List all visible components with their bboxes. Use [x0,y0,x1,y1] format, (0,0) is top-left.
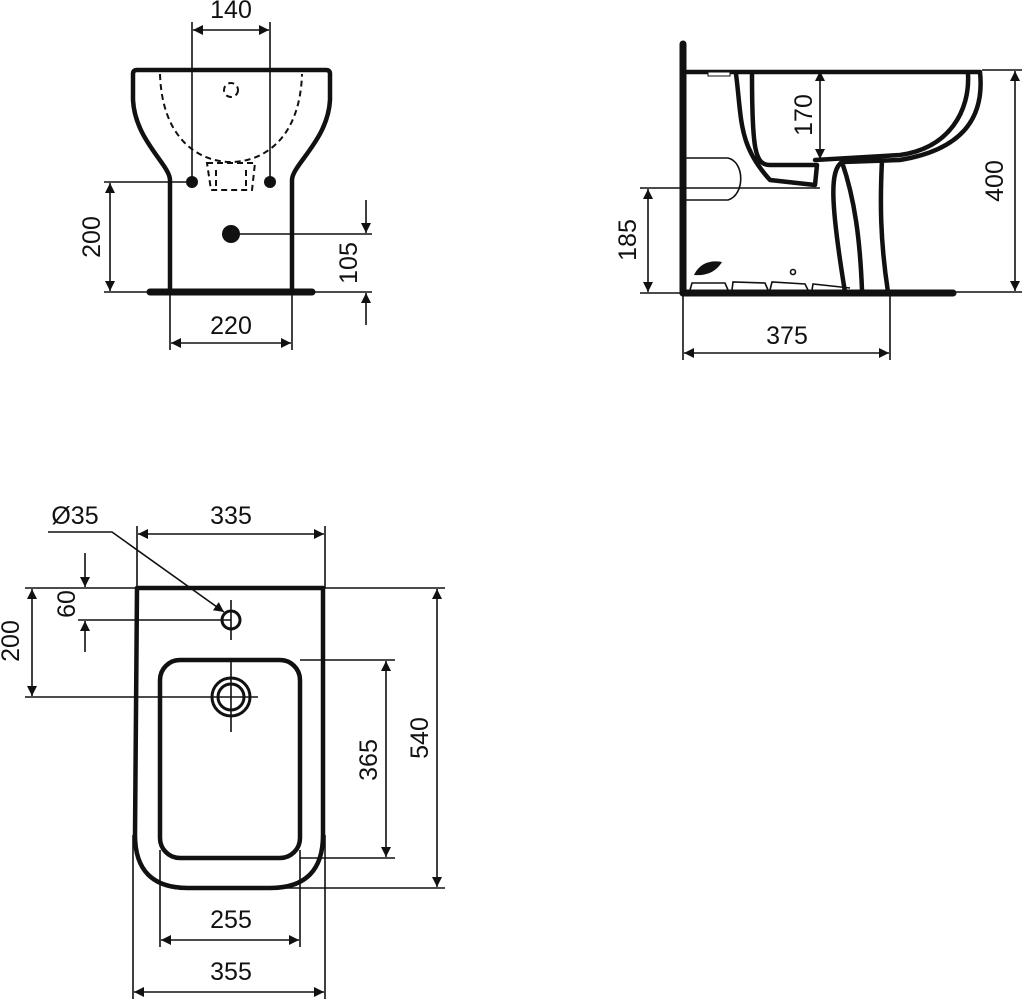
front-outline [130,67,333,293]
dim-diameter-35: Ø35 [51,502,98,530]
tap-hole-hidden [223,82,239,98]
dim-200-plan: 200 [0,620,25,662]
dim-185: 185 [614,219,642,261]
dim-375: 375 [766,322,808,350]
plan-outline [132,585,326,891]
side-view: 170 400 185 375 [614,40,1022,360]
inlet-outline [686,157,742,201]
logo-leaf [694,261,722,276]
dim-60: 60 [53,590,81,618]
bowl-outline [157,657,303,861]
trap-hidden-line [205,162,257,191]
dim-335: 335 [210,502,252,530]
plan-view: 335 Ø35 60 200 540 365 255 355 [0,502,445,999]
dim-200-front: 200 [78,216,106,258]
dim-365: 365 [355,739,383,781]
side-outline [683,69,983,295]
dim-220: 220 [210,312,252,340]
front-view: 140 200 105 220 [78,0,372,350]
dim-140: 140 [210,0,252,24]
dim-170: 170 [790,94,818,136]
dim-540: 540 [406,717,434,759]
feet-outline [689,281,851,291]
small-hole [789,268,797,276]
bowl-hidden-line [159,73,303,164]
dim-400: 400 [981,160,1009,202]
dim-105: 105 [335,242,363,284]
dim-255: 255 [210,906,252,934]
dim-355: 355 [210,958,252,986]
